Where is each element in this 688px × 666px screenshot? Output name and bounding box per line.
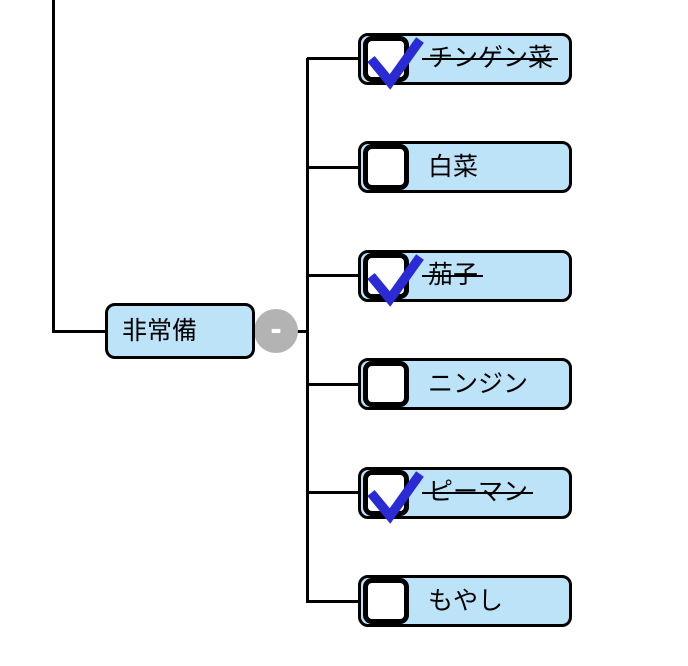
checkmark-icon [367,36,424,90]
checkbox-icon [363,361,409,407]
child-node-label: 茄子 [421,261,484,289]
edge-fold-to-trunk [294,330,309,333]
child-node-label: もやし [428,586,504,615]
child-node-ninjin[interactable]: ニンジン [358,358,572,410]
checkbox-icon [363,469,424,524]
edge-child-stub [307,57,361,60]
parent-node-label: 非常備 [122,316,198,345]
edge-child-stub [307,491,361,494]
edge-parent-vertical [51,0,55,331]
checkbox-icon [363,144,409,190]
child-node-moyashi[interactable]: もやし [358,575,572,627]
edge-children-trunk [306,57,309,603]
child-node-label: チンゲン菜 [421,44,559,72]
child-node-chingensai[interactable]: チンゲン菜 [358,32,572,90]
checkmark-icon [367,470,424,524]
minus-icon: - [270,310,282,348]
edge-parent-horizontal [51,329,108,333]
child-node-nasu[interactable]: 茄子 [358,249,572,307]
edge-child-stub [307,599,361,603]
child-node-label: ニンジン [428,369,529,398]
edge-child-stub [307,382,361,386]
child-node-hakusai[interactable]: 白菜 [358,141,572,193]
checkmark-icon [367,253,424,307]
checkbox-icon [363,252,424,307]
edge-child-stub [307,274,361,277]
fold-toggle-button[interactable]: - [254,309,298,353]
child-node-label: 白菜 [428,152,479,181]
edge-child-stub [307,165,361,169]
parent-node[interactable]: 非常備 [105,303,255,359]
child-node-label: ピーマン [421,478,534,506]
child-node-piiman[interactable]: ピーマン [358,466,572,524]
checkbox-icon [363,578,409,624]
checkbox-icon [363,35,424,90]
